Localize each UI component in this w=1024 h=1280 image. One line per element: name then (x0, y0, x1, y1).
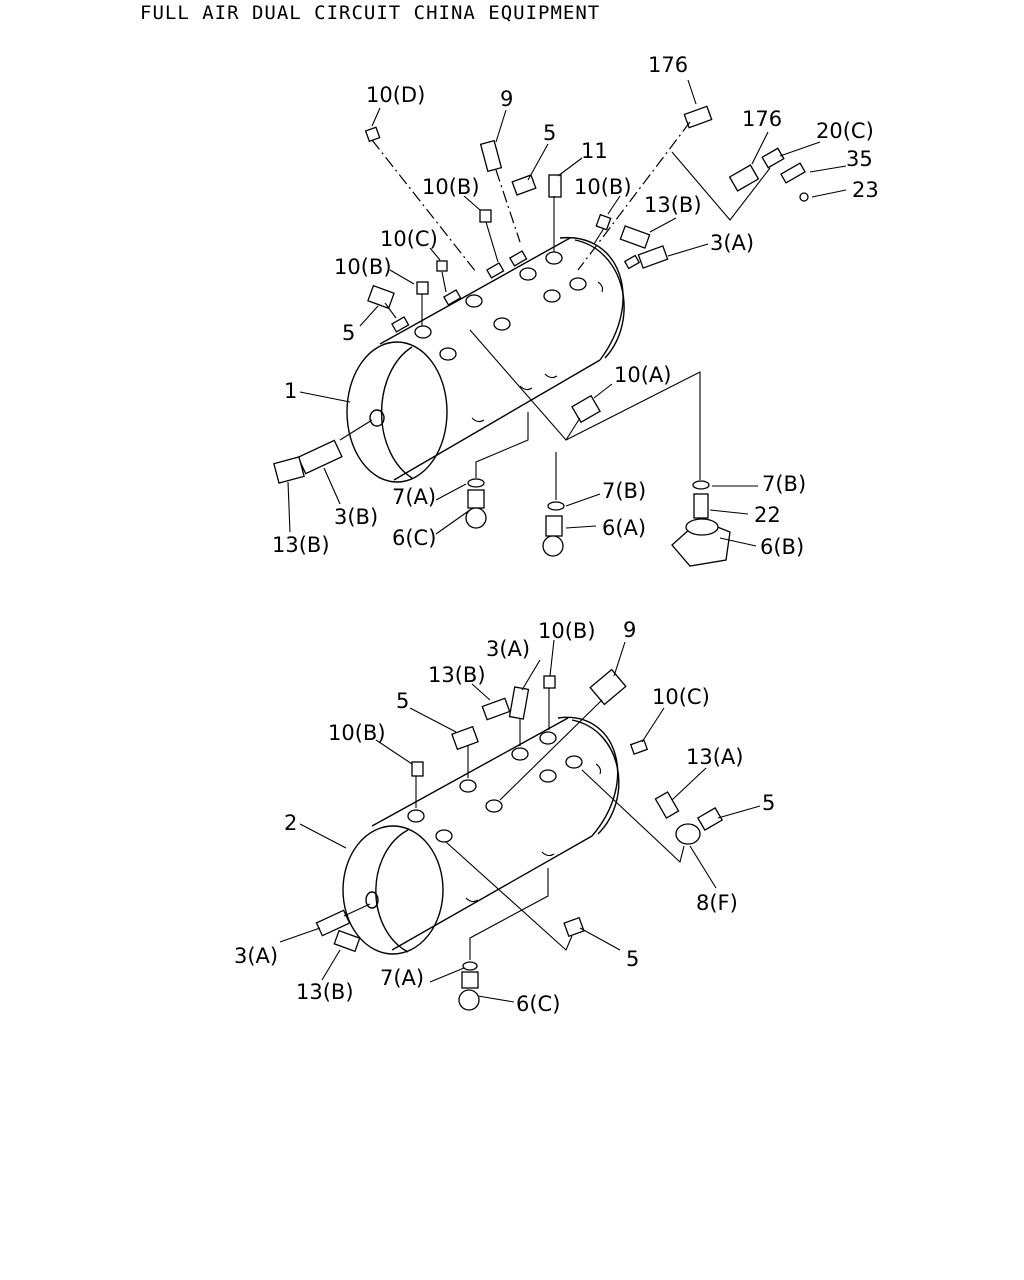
air-tank-1 (346, 237, 625, 483)
label-10c: 10(C) (380, 227, 438, 251)
label-13b: 13(B) (428, 663, 486, 687)
label-176: 176 (742, 107, 782, 131)
label-5: 5 (342, 321, 355, 345)
label-7a: 7(A) (380, 966, 424, 990)
label-7b: 7(B) (762, 472, 806, 496)
label-1: 1 (284, 379, 297, 403)
label-10b: 10(B) (334, 255, 392, 279)
label-10a: 10(A) (614, 363, 671, 387)
upper-leaders (287, 79, 847, 547)
upper-callouts: 176 176 20(C) 35 23 10(D) 9 5 11 10(B) 1… (272, 53, 879, 559)
label-23: 23 (852, 178, 879, 202)
lower-fittings (315, 668, 724, 1011)
upper-tank-ports (391, 250, 641, 361)
label-5: 5 (762, 791, 775, 815)
label-9: 9 (623, 618, 636, 642)
label-6c: 6(C) (392, 526, 436, 550)
label-5: 5 (396, 689, 409, 713)
label-5: 5 (626, 947, 639, 971)
label-9: 9 (500, 87, 513, 111)
label-6b: 6(B) (760, 535, 804, 559)
label-35: 35 (846, 147, 873, 171)
label-7b: 7(B) (602, 479, 646, 503)
label-8f: 8(F) (696, 891, 738, 915)
label-176: 176 (648, 53, 688, 77)
label-22: 22 (754, 503, 781, 527)
diagram-title: FULL AIR DUAL CIRCUIT CHINA EQUIPMENT (140, 2, 601, 24)
label-10b: 10(B) (574, 175, 632, 199)
label-3a: 3(A) (234, 944, 278, 968)
label-13b: 13(B) (272, 533, 330, 557)
label-10d: 10(D) (366, 83, 425, 107)
lower-leaders (279, 639, 761, 1003)
label-20c: 20(C) (816, 119, 874, 143)
lower-callouts: 10(B) 9 3(A) 13(B) 5 10(C) 10(B) 13(A) 5… (234, 618, 775, 1016)
label-5: 5 (543, 121, 556, 145)
label-13b: 13(B) (296, 980, 354, 1004)
label-3a: 3(A) (486, 637, 530, 661)
upper-fittings (273, 105, 809, 567)
label-13a: 13(A) (686, 745, 743, 769)
label-11: 11 (581, 139, 608, 163)
label-10b: 10(B) (422, 175, 480, 199)
upper-assembly: 176 176 20(C) 35 23 10(D) 9 5 11 10(B) 1… (272, 53, 879, 567)
lower-assembly: 10(B) 9 3(A) 13(B) 5 10(C) 10(B) 13(A) 5… (234, 618, 775, 1016)
label-10b: 10(B) (538, 619, 596, 643)
label-3a: 3(A) (710, 231, 754, 255)
lower-tank-ports (407, 731, 583, 843)
label-6a: 6(A) (602, 516, 646, 540)
label-7a: 7(A) (392, 485, 436, 509)
label-10c: 10(C) (652, 685, 710, 709)
label-6c: 6(C) (516, 992, 560, 1016)
label-2: 2 (284, 811, 297, 835)
air-tank-2 (342, 716, 620, 955)
label-10b: 10(B) (328, 721, 386, 745)
label-13b: 13(B) (644, 193, 702, 217)
label-3b: 3(B) (334, 505, 378, 529)
